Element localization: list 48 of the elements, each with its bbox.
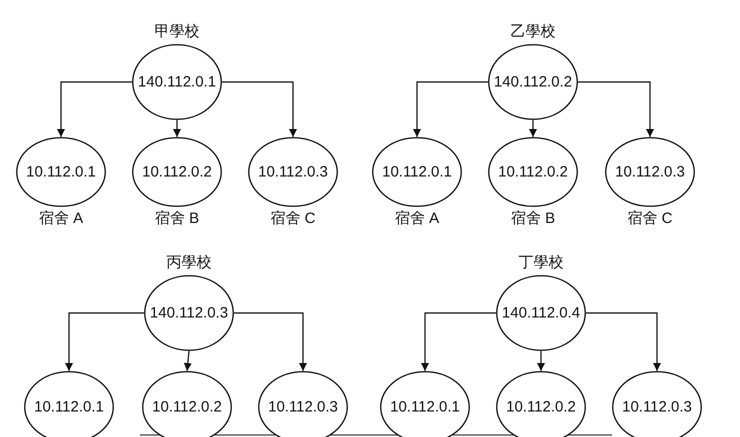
ip-address: 10.112.0.3 xyxy=(258,164,328,180)
school-heading: 丙學校 xyxy=(166,253,212,272)
ip-address: 10.112.0.2 xyxy=(498,164,568,180)
arrow xyxy=(65,312,144,371)
dorm-label: 宿舍 C xyxy=(628,209,672,228)
network-node-ellipse xyxy=(372,137,462,207)
arrow xyxy=(529,120,537,137)
network-node-ellipse xyxy=(132,44,222,120)
dorm-label: 宿舍 C xyxy=(270,209,316,228)
arrow xyxy=(586,312,661,371)
arrow xyxy=(413,81,488,137)
school-heading: 乙學校 xyxy=(510,22,556,41)
network-node-ellipse xyxy=(496,275,586,351)
network-node-ellipse xyxy=(248,137,338,207)
ip-address: 10.112.0.1 xyxy=(34,398,104,416)
dorm-label: 宿舍 B xyxy=(510,209,556,228)
network-node-ellipse xyxy=(488,44,578,120)
arrow xyxy=(57,81,132,137)
ip-address: 10.112.0.3 xyxy=(622,398,692,416)
ip-address: 10.112.0.1 xyxy=(26,164,96,180)
arrow xyxy=(184,350,192,372)
ip-address: 10.112.0.2 xyxy=(152,398,222,416)
network-node-ellipse xyxy=(144,275,234,351)
ip-address: 140.112.0.3 xyxy=(150,304,228,322)
network-node-ellipse xyxy=(605,137,695,207)
ip-address: 10.112.0.2 xyxy=(506,398,576,416)
school-heading: 甲學校 xyxy=(154,22,200,41)
network-node-ellipse xyxy=(16,137,106,207)
ip-address: 10.112.0.3 xyxy=(268,398,338,416)
arrow xyxy=(537,351,545,371)
ip-address: 10.112.0.2 xyxy=(142,164,212,180)
network-node-ellipse xyxy=(488,137,578,207)
dorm-label: 宿舍 A xyxy=(394,209,440,228)
ip-address: 10.112.0.1 xyxy=(382,164,452,180)
arrow xyxy=(222,81,297,137)
dorm-label: 宿舍 B xyxy=(154,209,200,228)
network-node-ellipse xyxy=(132,137,222,207)
ip-address: 10.112.0.3 xyxy=(615,164,685,180)
dorm-label: 宿舍 A xyxy=(38,209,84,228)
arrow xyxy=(234,312,307,371)
arrow xyxy=(578,81,654,137)
ip-address: 140.112.0.2 xyxy=(494,74,572,90)
ip-address: 140.112.0.1 xyxy=(138,74,216,90)
arrow xyxy=(421,312,496,371)
school-heading: 丁學校 xyxy=(518,253,564,272)
ip-address: 140.112.0.4 xyxy=(502,304,580,322)
arrow xyxy=(173,120,181,137)
ip-address: 10.112.0.1 xyxy=(390,398,460,416)
